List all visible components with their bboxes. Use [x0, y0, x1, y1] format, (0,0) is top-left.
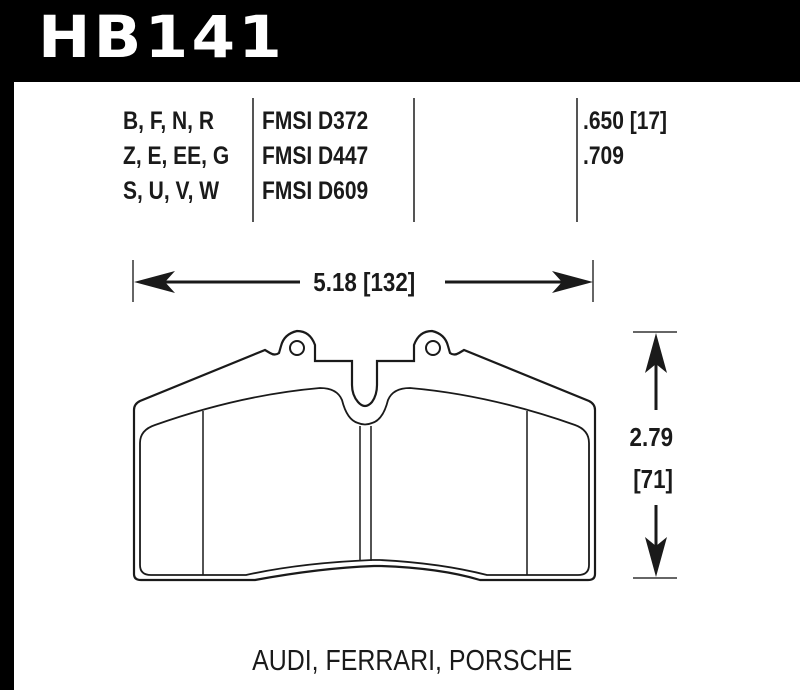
height-dimension-mm: [71]	[633, 464, 674, 494]
compound-codes-row: B, F, N, R	[123, 107, 215, 135]
column-divider	[413, 98, 415, 222]
width-dimension-label: 5.18 [132]	[309, 269, 419, 295]
part-number-title: HB141	[38, 3, 286, 71]
height-dimension-inches: 2.79	[629, 422, 674, 452]
compound-codes-column: B, F, N, R Z, E, EE, G S, U, V, W	[123, 104, 229, 209]
thickness-value: .650 [17]	[583, 107, 668, 135]
column-divider	[576, 98, 578, 222]
friction-material-outline	[139, 387, 590, 576]
column-divider	[252, 98, 254, 222]
left-border-strip	[0, 0, 14, 690]
compound-codes-row: Z, E, EE, G	[123, 142, 230, 170]
backing-plate-outline	[132, 329, 597, 582]
mounting-hole-left	[289, 340, 305, 356]
thickness-value: .709	[583, 142, 624, 170]
vehicle-makes: AUDI, FERRARI, PORSCHE	[251, 645, 573, 677]
compound-codes-row: S, U, V, W	[123, 177, 220, 205]
fmsi-number: FMSI D609	[262, 177, 369, 205]
application-caption: AUDI, FERRARI, PORSCHE	[0, 645, 800, 678]
fmsi-column: FMSI D372 FMSI D447 FMSI D609	[262, 104, 368, 209]
thickness-column: .650 [17] .709	[583, 104, 667, 174]
header-bar	[0, 0, 800, 82]
width-dimension	[132, 260, 594, 302]
fmsi-number: FMSI D447	[262, 142, 369, 170]
fmsi-number: FMSI D372	[262, 107, 369, 135]
mounting-hole-right	[425, 340, 441, 356]
height-dimension	[633, 331, 677, 579]
